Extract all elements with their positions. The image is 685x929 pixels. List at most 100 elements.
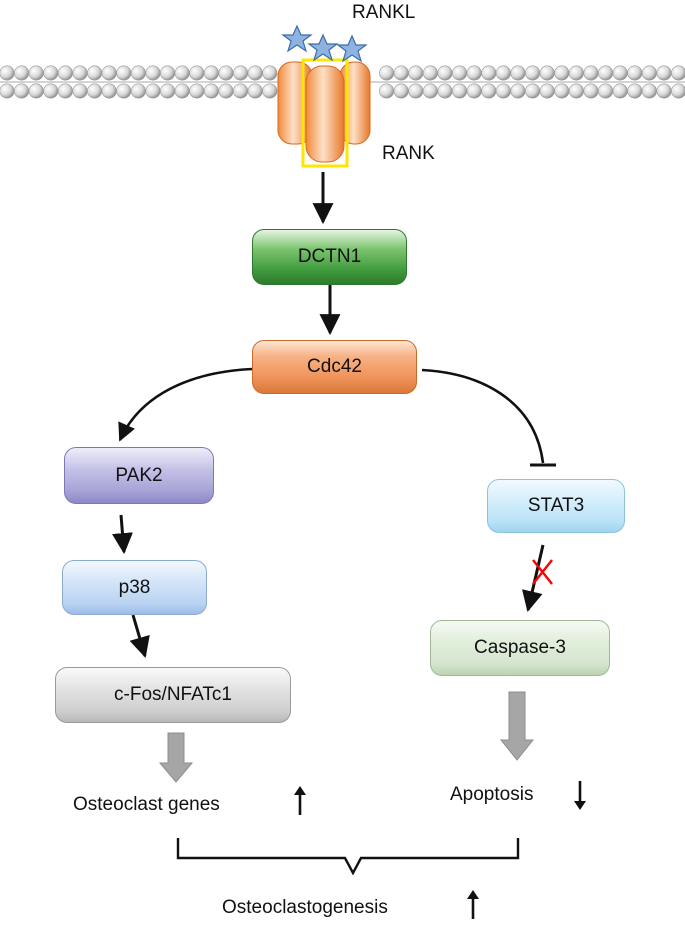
lipid-bead — [379, 65, 395, 81]
lipid-bead — [14, 83, 30, 99]
lipid-bead — [583, 83, 599, 99]
lipid-bead — [130, 83, 146, 99]
lipid-bead — [612, 65, 628, 81]
star-icon — [281, 24, 313, 53]
pak2-node: PAK2 — [64, 447, 214, 504]
lipid-bead — [262, 65, 278, 81]
lipid-bead — [510, 83, 526, 99]
lipid-bead — [671, 65, 685, 81]
up-arrow-icon — [467, 890, 479, 919]
star-icon — [307, 33, 339, 62]
up-arrow-icon — [294, 786, 306, 815]
rank-receptor-icon — [277, 58, 371, 168]
lipid-bead — [656, 83, 672, 99]
lipid-bead — [28, 65, 44, 81]
lipid-bead — [233, 83, 249, 99]
lipid-bead — [481, 83, 497, 99]
lipid-bead — [87, 65, 103, 81]
block-arrow-icon — [499, 691, 535, 761]
lipid-bead — [612, 83, 628, 99]
inhibition-cdc42-stat3 — [421, 368, 545, 464]
lipid-bead — [554, 65, 570, 81]
lipid-bead — [641, 83, 657, 99]
lipid-bead — [72, 83, 88, 99]
lipid-bead — [72, 65, 88, 81]
lipid-bead — [495, 65, 511, 81]
lipid-bead — [379, 83, 395, 99]
lipid-bead — [583, 65, 599, 81]
arrow-p38-cfos — [129, 614, 150, 659]
arrow-cdc42-pak2 — [118, 367, 253, 442]
rankl-ligand-icon — [281, 24, 368, 63]
lipid-bead — [28, 83, 44, 99]
lipid-bead — [627, 83, 643, 99]
lipid-bead — [437, 83, 453, 99]
lipid-bead — [568, 65, 584, 81]
osteoclast-genes-label: Osteoclast genes — [73, 794, 220, 815]
star-icon — [336, 34, 368, 63]
lipid-bead — [481, 65, 497, 81]
lipid-bead — [568, 83, 584, 99]
lipid-bead — [539, 65, 555, 81]
blocked-x-icon — [532, 559, 553, 585]
lipid-bead — [14, 65, 30, 81]
lipid-bead — [160, 65, 176, 81]
lipid-bead — [422, 65, 438, 81]
apoptosis-label: Apoptosis — [450, 784, 534, 805]
lipid-bead — [174, 83, 190, 99]
stat3-node: STAT3 — [487, 479, 625, 533]
lipid-bead — [525, 65, 541, 81]
lipid-bead — [57, 83, 73, 99]
lipid-bead — [203, 83, 219, 99]
lipid-bead — [203, 65, 219, 81]
lipid-bead — [43, 65, 59, 81]
lipid-bead — [408, 83, 424, 99]
lipid-bead — [189, 65, 205, 81]
arrow-pak2-p38 — [112, 514, 133, 555]
lipid-bead — [437, 65, 453, 81]
down-arrow-icon — [574, 781, 586, 810]
lipid-bead — [247, 83, 263, 99]
lipid-bead — [247, 65, 263, 81]
cdc42-node: Cdc42 — [252, 340, 417, 394]
p38-node: p38 — [62, 560, 207, 615]
lipid-bead — [510, 65, 526, 81]
lipid-bead — [116, 83, 132, 99]
lipid-bead — [393, 65, 409, 81]
lipid-bead — [43, 83, 59, 99]
lipid-bead — [539, 83, 555, 99]
lipid-bead — [0, 65, 15, 81]
dctn1-node: DCTN1 — [252, 229, 407, 285]
lipid-bead — [160, 83, 176, 99]
lipid-bead — [101, 83, 117, 99]
lipid-bead — [466, 83, 482, 99]
lipid-bead — [466, 65, 482, 81]
arrow-stat3-caspase3 — [522, 544, 545, 613]
lipid-bead — [145, 83, 161, 99]
lipid-bead — [262, 83, 278, 99]
cell-membrane — [0, 65, 685, 99]
osteoclastogenesis-label: Osteoclastogenesis — [222, 897, 388, 918]
lipid-bead — [218, 65, 234, 81]
lipid-bead — [598, 83, 614, 99]
lipid-bead — [116, 65, 132, 81]
lipid-bead — [671, 83, 685, 99]
lipid-bead — [525, 83, 541, 99]
lipid-bead — [656, 65, 672, 81]
lipid-bead — [0, 83, 15, 99]
bracket-brace — [176, 838, 520, 876]
lipid-bead — [408, 65, 424, 81]
lipid-bead — [87, 83, 103, 99]
lipid-bead — [554, 83, 570, 99]
lipid-bead — [495, 83, 511, 99]
cfos-nfatc1-node: c-Fos/NFATc1 — [55, 667, 291, 723]
lipid-bead — [101, 65, 117, 81]
receptor-highlight-box — [301, 58, 349, 168]
lipid-bead — [452, 65, 468, 81]
lipid-bead — [422, 83, 438, 99]
lipid-bead — [218, 83, 234, 99]
rank-label: RANK — [382, 143, 435, 164]
block-arrow-icon — [158, 732, 194, 783]
